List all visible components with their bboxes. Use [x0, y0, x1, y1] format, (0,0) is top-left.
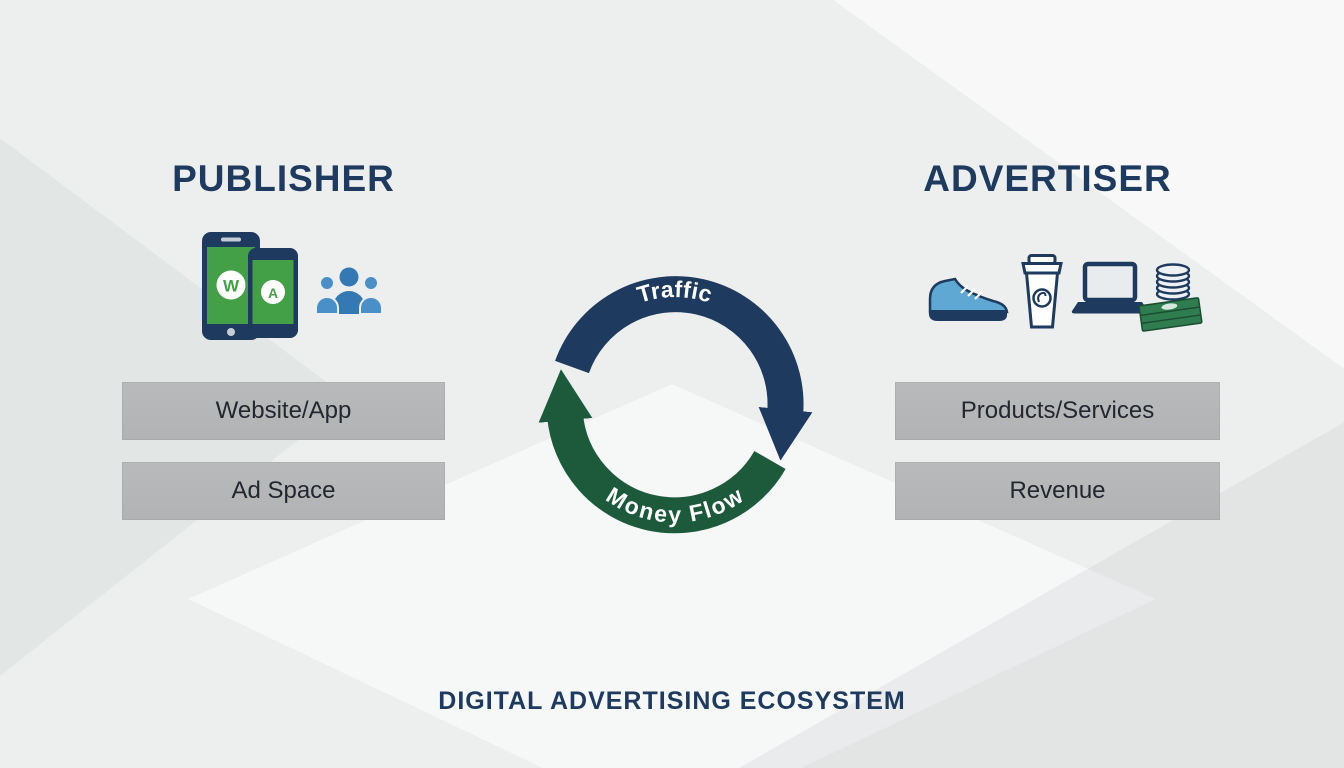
cup-logo-circle [1032, 288, 1052, 308]
advertiser-products-services-box: Products/Services [895, 382, 1220, 440]
sneaker-product-icon [928, 277, 1009, 321]
smartphone-app-icon: A [248, 248, 298, 338]
laptop-money-icon [1071, 261, 1203, 332]
traffic-arrow [555, 276, 813, 461]
cash-stack-icon [1138, 297, 1203, 332]
advertiser-revenue-box: Revenue [895, 462, 1220, 520]
publisher-website-app-box: Website/App [122, 382, 445, 440]
publisher-ad-space-box: Ad Space [122, 462, 445, 520]
coins-stack-icon [1155, 263, 1191, 301]
publisher-icons: W A [202, 232, 383, 340]
laptop-base [1071, 302, 1149, 314]
publisher-title: PUBLISHER [172, 158, 395, 199]
traffic-money-flow-cycle: Traffic Money Flow [538, 276, 813, 534]
sole-shape [928, 310, 1008, 321]
diagram-caption: DIGITAL ADVERTISING ECOSYSTEM [438, 687, 906, 715]
publisher-ad-space-label: Ad Space [231, 477, 336, 504]
publisher-website-app-label: Website/App [215, 397, 352, 424]
advertiser-icons [928, 254, 1203, 332]
coffee-cup-product-icon [1021, 254, 1063, 329]
laptop-screen [1082, 261, 1138, 303]
audience-people-icon [315, 267, 383, 315]
advertiser-products-services-label: Products/Services [960, 397, 1155, 424]
advertiser-revenue-label: Revenue [1009, 477, 1106, 504]
advertiser-title: ADVERTISER [923, 158, 1172, 199]
phone-letter-a: A [268, 285, 278, 301]
phone-letter-w: W [223, 277, 240, 296]
money-flow-arrow [538, 369, 786, 534]
smartphone-website-icon: W [202, 232, 260, 340]
laces-lines [960, 285, 983, 300]
